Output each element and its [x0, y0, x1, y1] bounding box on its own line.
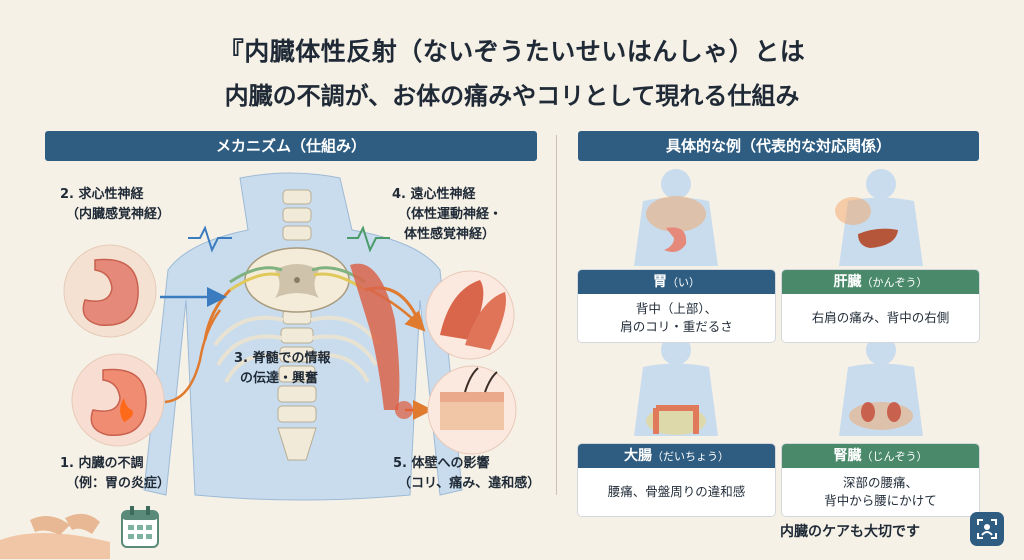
- fire-icon: [120, 398, 133, 422]
- figure-colon: [634, 335, 718, 436]
- examples-header: 具体的な例（代表的な対応関係）: [578, 131, 979, 161]
- calendar-icon: [121, 506, 159, 548]
- card-desc: 肩のコリ・重だるさ: [620, 319, 733, 334]
- spine: [277, 189, 317, 461]
- pulse-wave-icon: [188, 225, 232, 253]
- card-reading: （だいちょう）: [652, 450, 729, 463]
- pain-spot: [395, 401, 413, 419]
- figure-stomach: [634, 169, 718, 266]
- label-organ-sub: （例：胃の炎症）: [66, 476, 171, 491]
- spinal-cord-section: [244, 247, 350, 313]
- figure-liver: [835, 169, 923, 266]
- label-afferent-sub: （内臓感覚神経）: [66, 207, 171, 222]
- card-reading: （かんぞう）: [861, 276, 928, 289]
- footer-text: 内臓のケアも大切です: [780, 524, 920, 540]
- muscle-detail: [425, 270, 515, 360]
- section-divider: [556, 135, 557, 495]
- card-header: 胃（い）: [578, 270, 775, 294]
- ribs: [213, 315, 381, 383]
- card-header: 肝臓（かんぞう）: [782, 270, 979, 294]
- page-title-line1: 『内臓体性反射（ないぞうたいせいはんしゃ）とは: [218, 37, 806, 66]
- card-desc: 腰痛、骨盤周りの違和感: [607, 484, 746, 499]
- label-body: 5. 体壁への影響: [393, 456, 490, 471]
- label-spinal-1: 3. 脊髄での情報: [234, 351, 331, 366]
- card-organ: 肝臓: [833, 274, 862, 290]
- mechanism-header: メカニズム（仕組み）: [45, 131, 537, 161]
- card-desc: 右肩の痛み、背中の右側: [811, 310, 950, 325]
- card-desc: 深部の腰痛、: [842, 475, 918, 490]
- card-header: 大腸（だいちょう）: [578, 444, 775, 468]
- skin-detail: [427, 365, 517, 455]
- card-organ: 腎臓: [833, 448, 862, 464]
- scan-icon: [977, 519, 997, 539]
- example-figures: [634, 169, 923, 436]
- stomach-inflamed: [71, 353, 165, 447]
- label-afferent: 2. 求心性神経: [60, 187, 144, 202]
- example-card-colon: 大腸（だいちょう） 腰痛、骨盤周りの違和感: [578, 444, 775, 516]
- page-title-line2: 内臓の不調が、お体の痛みやコリとして現れる仕組み: [224, 82, 800, 110]
- card-organ: 胃: [653, 274, 667, 290]
- label-efferent-sub2: 体性感覚神経）: [404, 227, 496, 242]
- label-efferent-sub1: （体性運動神経・: [398, 207, 503, 222]
- efferent-arrow-organ: [164, 309, 222, 404]
- example-card-liver: 肝臓（かんぞう） 右肩の痛み、背中の右側: [782, 270, 979, 342]
- massage-illustration: [0, 513, 110, 559]
- pulse-wave-icon: [347, 225, 390, 253]
- card-desc: 背中から腰にかけて: [824, 493, 937, 508]
- card-organ: 大腸: [624, 448, 652, 464]
- card-reading: （い）: [667, 276, 700, 289]
- example-card-kidney: 腎臓（じんぞう） 深部の腰痛、背中から腰にかけて: [782, 444, 979, 516]
- label-spinal-2: の伝達・興奮: [240, 371, 319, 386]
- mechanism-illustration: [63, 172, 517, 501]
- example-card-stomach: 胃（い） 背中（上部）、肩のコリ・重だるさ: [578, 270, 775, 342]
- label-organ: 1. 内臓の不調: [60, 456, 144, 471]
- label-efferent: 4. 遠心性神経: [392, 187, 476, 202]
- label-body-sub: （コリ、痛み、違和感）: [398, 476, 541, 491]
- card-header: 腎臓（じんぞう）: [782, 444, 979, 468]
- stomach-normal: [63, 244, 157, 338]
- arm-muscle: [350, 263, 400, 410]
- card-desc: 背中（上部）、: [635, 301, 718, 316]
- card-reading: （じんぞう）: [861, 450, 928, 463]
- figure-kidney: [839, 335, 923, 436]
